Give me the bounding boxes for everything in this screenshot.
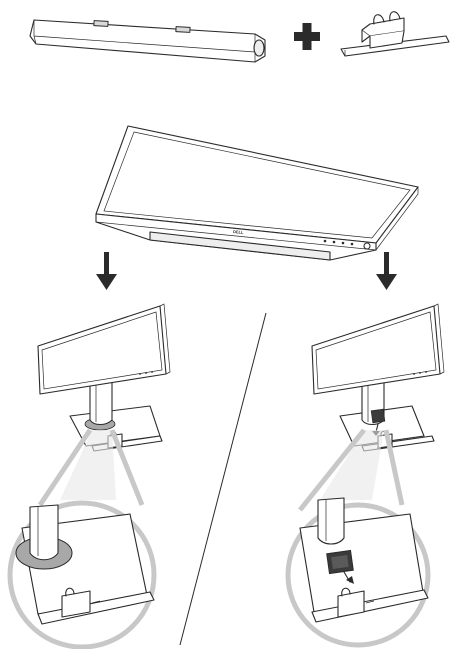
- mounting-bracket-icon: [340, 11, 450, 57]
- divider-line: [179, 312, 267, 646]
- down-arrow-icon-left: [96, 252, 117, 290]
- plus-icon: [294, 23, 320, 50]
- monitor-badge: DELL: [233, 229, 244, 235]
- monitor-icon: DELL: [95, 125, 419, 261]
- right-monitor-on-stand: [311, 303, 445, 452]
- down-arrow-icon-right: [376, 252, 397, 290]
- left-monitor-on-stand: [37, 303, 171, 452]
- magnifier-icon-left: [7, 428, 157, 649]
- soundbar-icon: [29, 19, 266, 63]
- magnifier-icon-right: [285, 428, 431, 648]
